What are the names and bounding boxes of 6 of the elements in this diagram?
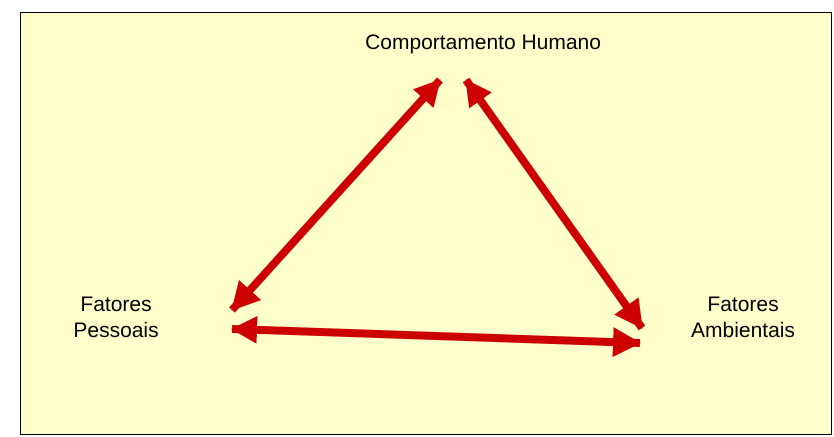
double-arrow [462, 78, 646, 330]
node-label: Fatores Ambientais [690, 292, 796, 344]
double-arrow [231, 316, 641, 358]
node-label: Comportamento Humano [364, 30, 602, 56]
node-label: Fatores Pessoais [72, 292, 160, 344]
double-arrow [229, 77, 443, 313]
